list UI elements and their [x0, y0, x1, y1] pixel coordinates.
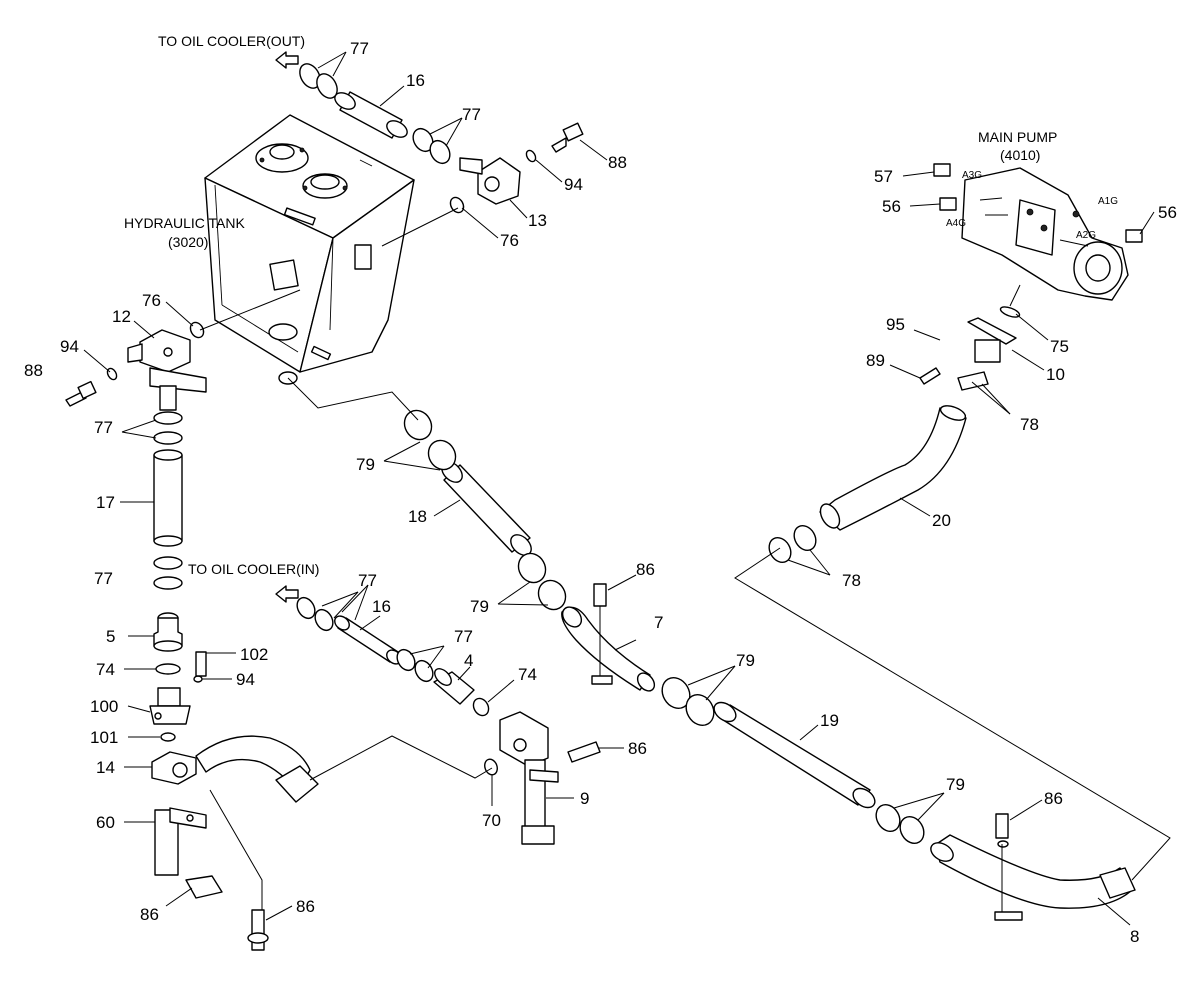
pipe-20: [819, 405, 967, 531]
callout-86: 86: [1044, 789, 1063, 808]
callout-18: 18: [408, 507, 427, 526]
callout-79: 79: [356, 455, 375, 474]
callout-19: 19: [820, 711, 839, 730]
callout-9: 9: [580, 789, 589, 808]
callout-94: 94: [60, 337, 79, 356]
main-pump-code: (4010): [1000, 147, 1040, 163]
callout-76: 76: [500, 231, 519, 250]
callout-77: 77: [94, 418, 113, 437]
block-9: [499, 711, 559, 845]
fitting-5: [153, 612, 183, 652]
clamp-group: [153, 63, 925, 845]
callout-16: 16: [406, 71, 425, 90]
block-14: [151, 735, 319, 803]
callout-74: 74: [518, 665, 537, 684]
pipe-7: [561, 606, 656, 692]
callout-5: 5: [106, 627, 115, 646]
callout-86: 86: [636, 560, 655, 579]
callout-95: 95: [886, 315, 905, 334]
callout-10: 10: [1046, 365, 1065, 384]
hydraulic-tank-label: HYDRAULIC TANK: [124, 215, 246, 231]
main-pump: [961, 167, 1129, 301]
callout-75: 75: [1050, 337, 1069, 356]
callout-79: 79: [946, 775, 965, 794]
pipe-8: [930, 834, 1136, 921]
callout-86: 86: [628, 739, 647, 758]
callout-101: 101: [90, 728, 118, 747]
callout-78: 78: [1020, 415, 1039, 434]
callout-76: 76: [142, 291, 161, 310]
callout-74: 74: [96, 660, 115, 679]
callout-79: 79: [470, 597, 489, 616]
callout-57: 57: [874, 167, 893, 186]
callout-100: 100: [90, 697, 118, 716]
port-label-a4g: A4G: [946, 218, 966, 229]
flow-arrow-in: [275, 585, 299, 603]
callout-4: 4: [464, 651, 473, 670]
callout-94: 94: [564, 175, 583, 194]
bolt-group: [65, 122, 1143, 951]
connection-lines: [199, 207, 1171, 912]
fitting-4: [433, 668, 475, 705]
bracket-60: [154, 807, 207, 876]
callout-79: 79: [736, 651, 755, 670]
port-label-a3g: A3G: [962, 170, 982, 181]
callout-7: 7: [654, 613, 663, 632]
flow-arrow-out: [275, 51, 299, 69]
hydraulic-tank: [204, 114, 415, 385]
callout-88: 88: [608, 153, 627, 172]
callout-14: 14: [96, 758, 115, 777]
callout-13: 13: [528, 211, 547, 230]
to-oil-cooler-in-label: TO OIL COOLER(IN): [188, 561, 319, 577]
block-12: [127, 329, 207, 411]
fitting-100: [149, 687, 191, 725]
fitting-13: [459, 157, 521, 205]
to-oil-cooler-out-label: TO OIL COOLER(OUT): [158, 33, 305, 49]
callout-17: 17: [96, 493, 115, 512]
callout-16: 16: [372, 597, 391, 616]
callout-77: 77: [454, 627, 473, 646]
hose-16-mid: [334, 615, 402, 665]
callout-89: 89: [866, 351, 885, 370]
callout-8: 8: [1130, 927, 1139, 946]
callout-70: 70: [482, 811, 501, 830]
hose-18: [441, 461, 532, 556]
callout-leaders: [83, 51, 1155, 926]
callout-94: 94: [236, 670, 255, 689]
hydraulic-tank-code: (3020): [168, 234, 208, 250]
callout-numbers: 77 16 77 88 94 13 76 57 56 56 12 76 94 8…: [24, 39, 1177, 946]
callout-56: 56: [1158, 203, 1177, 222]
main-pump-label: MAIN PUMP: [978, 129, 1057, 145]
callout-60: 60: [96, 813, 115, 832]
hose-19: [713, 701, 876, 809]
callout-102: 102: [240, 645, 268, 664]
callout-77: 77: [462, 105, 481, 124]
callout-78: 78: [842, 571, 861, 590]
callout-12: 12: [112, 307, 131, 326]
callout-88: 88: [24, 361, 43, 380]
callout-86: 86: [140, 905, 159, 924]
hose-16-top: [334, 91, 408, 139]
callout-20: 20: [932, 511, 951, 530]
callout-56: 56: [882, 197, 901, 216]
callout-77: 77: [94, 569, 113, 588]
hose-17: [153, 449, 183, 547]
callout-77: 77: [350, 39, 369, 58]
callout-86: 86: [296, 897, 315, 916]
port-label-a1g: A1G: [1098, 196, 1118, 207]
callout-77: 77: [358, 571, 377, 590]
flange-10: [967, 317, 1017, 363]
port-label-a2g: A2G: [1076, 230, 1096, 241]
